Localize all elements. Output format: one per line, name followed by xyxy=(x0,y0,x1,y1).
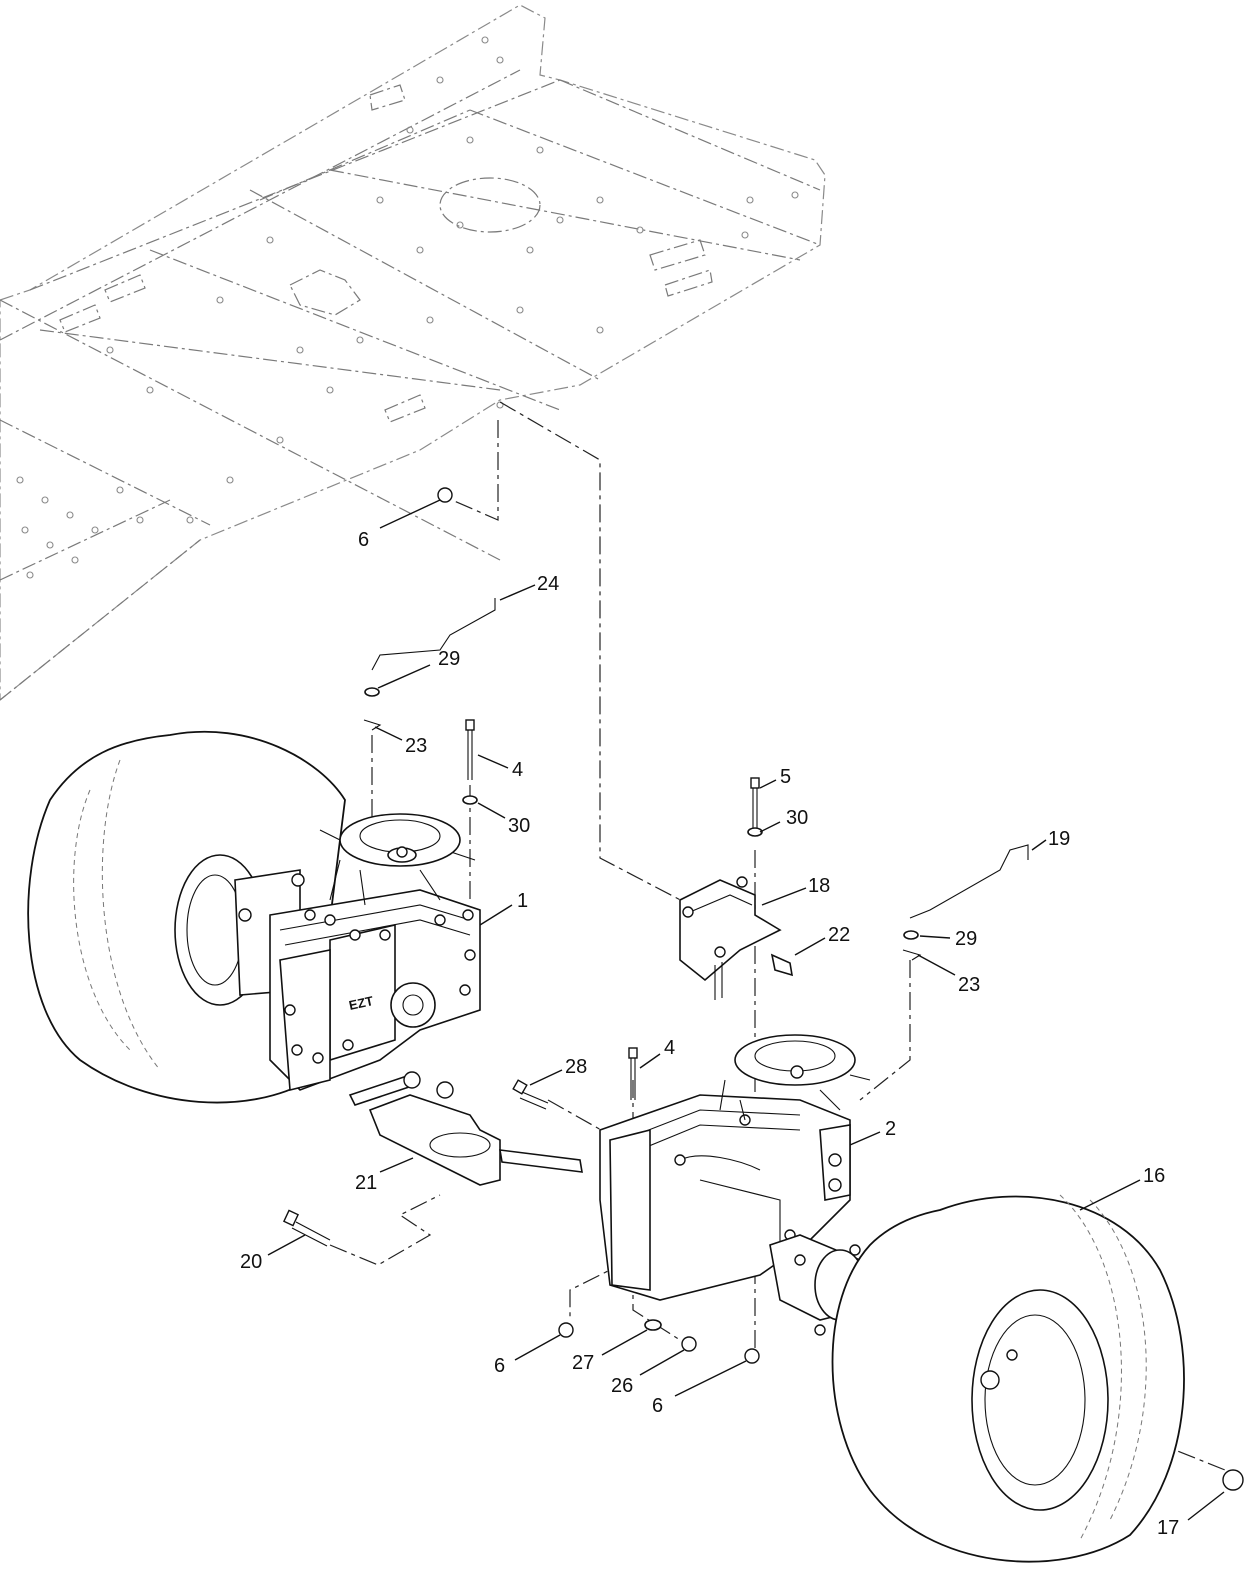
left-transaxle: EZT xyxy=(269,813,481,1092)
callout-24: 24 xyxy=(537,573,559,595)
callout-30-right: 30 xyxy=(786,807,808,829)
callout-23-left: 23 xyxy=(405,735,427,757)
callout-20: 20 xyxy=(240,1251,262,1273)
leader-lines xyxy=(267,499,1225,1521)
callout-6-right: 6 xyxy=(652,1395,663,1417)
callout-4-bottom: 4 xyxy=(664,1037,675,1059)
callout-6-top: 6 xyxy=(358,529,369,551)
callout-labels: 6 24 29 23 4 30 5 30 19 18 1 22 29 23 4 … xyxy=(240,529,1179,1539)
callout-4-top: 4 xyxy=(512,759,523,781)
transaxle-bolts xyxy=(284,909,476,1064)
callout-28: 28 xyxy=(565,1056,587,1078)
callout-30-left: 30 xyxy=(508,815,530,837)
callout-16: 16 xyxy=(1143,1165,1165,1187)
ezt-mark: EZT xyxy=(348,993,375,1013)
callout-29-left: 29 xyxy=(438,648,460,670)
callout-19: 19 xyxy=(1048,828,1070,850)
callout-6-left: 6 xyxy=(494,1355,505,1377)
callout-23-right: 23 xyxy=(958,974,980,996)
callout-21: 21 xyxy=(355,1172,377,1194)
pivot-bracket xyxy=(348,1071,583,1186)
frame-holes xyxy=(16,36,799,579)
mounting-bracket xyxy=(679,876,793,1000)
right-tire xyxy=(831,1194,1185,1563)
callout-18: 18 xyxy=(808,875,830,897)
callout-27: 27 xyxy=(572,1352,594,1374)
right-transaxle xyxy=(599,1034,876,1336)
chassis-frame xyxy=(0,4,826,701)
callout-22: 22 xyxy=(828,924,850,946)
callout-29-right: 29 xyxy=(955,928,977,950)
callout-26: 26 xyxy=(611,1375,633,1397)
left-tire xyxy=(27,730,346,1104)
callout-1: 1 xyxy=(517,890,528,912)
callout-2: 2 xyxy=(885,1118,896,1140)
callout-17: 17 xyxy=(1157,1517,1179,1539)
callout-5: 5 xyxy=(780,766,791,788)
loose-hardware xyxy=(283,487,1244,1491)
